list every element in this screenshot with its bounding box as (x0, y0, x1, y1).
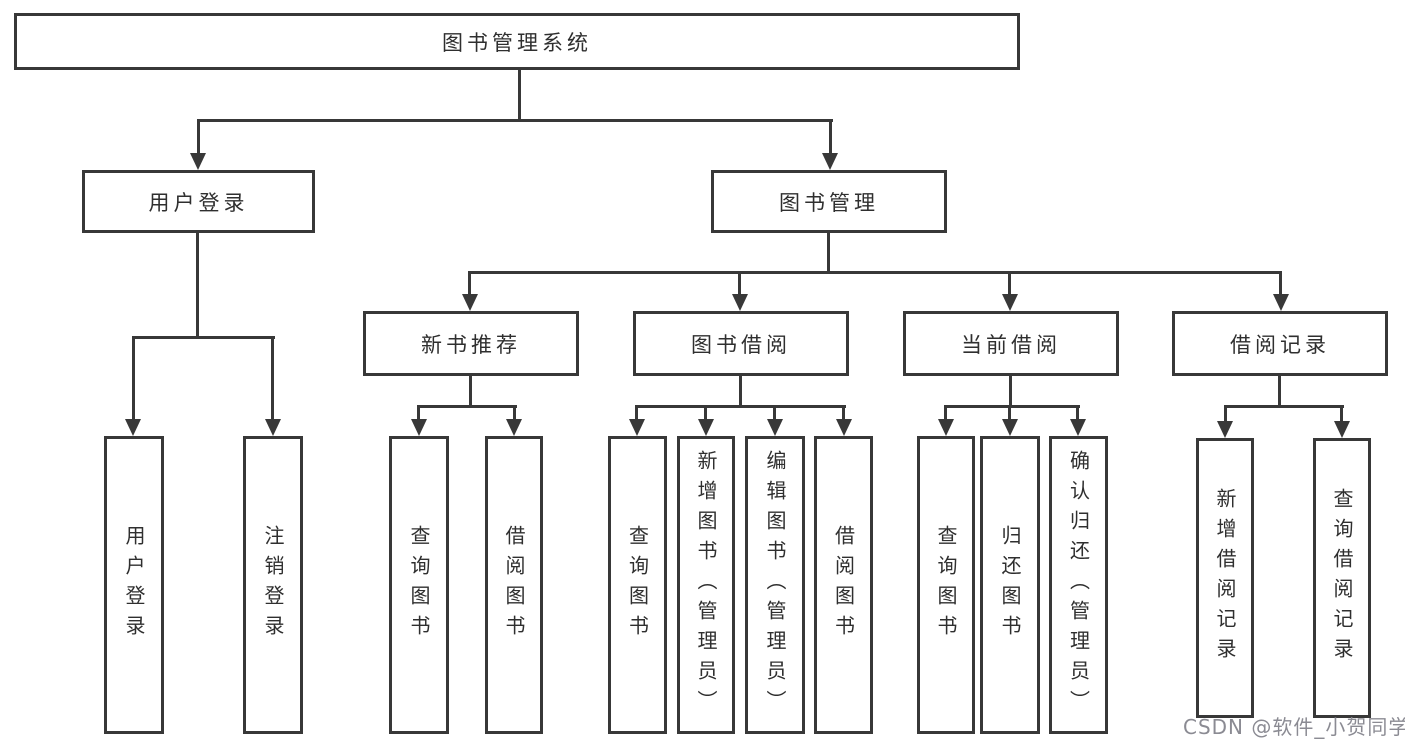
connector-line (842, 405, 845, 421)
node-label: 注销登录 (261, 525, 285, 645)
node-book-borrow: 图书借阅 (633, 311, 849, 376)
node-leaf-query-books-borrow: 查询图书 (608, 436, 667, 734)
arrowhead-icon (822, 153, 838, 170)
arrowhead-icon (1217, 421, 1233, 438)
node-book-management: 图书管理 (711, 170, 947, 233)
node-label: 借阅图书 (502, 525, 526, 645)
arrowhead-icon (836, 419, 852, 436)
node-leaf-logout: 注销登录 (243, 436, 303, 734)
connector-line (1009, 374, 1012, 407)
connector-line (827, 232, 830, 273)
connector-line (944, 405, 1080, 408)
connector-line (197, 119, 200, 155)
arrowhead-icon (506, 419, 522, 436)
node-label: 借阅图书 (831, 525, 856, 645)
connector-line (468, 271, 471, 296)
node-borrow-records: 借阅记录 (1172, 311, 1388, 376)
connector-line (468, 271, 1282, 274)
connector-line (1340, 405, 1343, 423)
connector-line (829, 119, 832, 155)
node-root: 图书管理系统 (14, 13, 1020, 70)
connector-line (1076, 405, 1079, 421)
node-leaf-query-books-current: 查询图书 (917, 436, 975, 734)
connector-line (132, 336, 135, 421)
connector-line (739, 374, 742, 407)
arrowhead-icon (732, 294, 748, 311)
connector-line (704, 405, 707, 421)
arrowhead-icon (629, 419, 645, 436)
connector-line (1278, 374, 1281, 407)
connector-line (944, 405, 947, 421)
connector-line (513, 405, 516, 421)
node-label: 归还图书 (998, 525, 1022, 645)
csdn-watermark: CSDN @软件_小贺同学 (1183, 715, 1405, 739)
arrowhead-icon (190, 153, 206, 170)
node-label: 查询图书 (625, 525, 650, 645)
arrowhead-icon (265, 419, 281, 436)
connector-line (197, 119, 833, 122)
node-new-book-recommend: 新书推荐 (363, 311, 579, 376)
arrowhead-icon (1273, 294, 1289, 311)
arrowhead-icon (1070, 419, 1086, 436)
node-leaf-user-login: 用户登录 (104, 436, 164, 734)
node-leaf-add-borrow-record: 新增借阅记录 (1196, 438, 1254, 718)
node-label: 查询借阅记录 (1330, 488, 1354, 668)
connector-line (469, 374, 472, 407)
node-label: 编辑图书（管理员） (763, 450, 787, 720)
connector-line (417, 405, 517, 408)
node-leaf-borrow-books: 借阅图书 (814, 436, 873, 734)
node-label: 用户登录 (122, 525, 146, 645)
node-leaf-confirm-return-admin: 确认归还（管理员） (1049, 436, 1108, 734)
arrowhead-icon (767, 419, 783, 436)
node-leaf-query-borrow-record: 查询借阅记录 (1313, 438, 1371, 718)
arrowhead-icon (938, 419, 954, 436)
node-label: 查询图书 (934, 525, 958, 645)
connector-line (271, 336, 274, 421)
arrowhead-icon (1002, 419, 1018, 436)
node-label: 新增图书（管理员） (694, 450, 718, 720)
connector-line (1224, 405, 1227, 423)
arrowhead-icon (411, 419, 427, 436)
arrowhead-icon (698, 419, 714, 436)
connector-line (1279, 271, 1282, 296)
connector-line (1224, 405, 1344, 408)
connector-line (417, 405, 420, 421)
connector-line (773, 405, 776, 421)
arrowhead-icon (462, 294, 478, 311)
connector-line (1008, 271, 1011, 296)
node-leaf-return-book: 归还图书 (980, 436, 1040, 734)
node-label: 确认归还（管理员） (1066, 450, 1091, 720)
arrowhead-icon (1334, 421, 1350, 438)
connector-line (635, 405, 846, 408)
node-user-login: 用户登录 (82, 170, 315, 233)
arrowhead-icon (1002, 294, 1018, 311)
connector-line (196, 232, 199, 336)
connector-line (738, 271, 741, 296)
node-leaf-edit-book-admin: 编辑图书（管理员） (745, 436, 805, 734)
node-leaf-add-book-admin: 新增图书（管理员） (677, 436, 735, 734)
node-label: 查询图书 (407, 525, 431, 645)
node-label: 新增借阅记录 (1213, 488, 1237, 668)
arrowhead-icon (125, 419, 141, 436)
node-leaf-query-books-recommend: 查询图书 (389, 436, 449, 734)
connector-line (635, 405, 638, 421)
connector-line (518, 69, 521, 119)
node-leaf-borrow-books-recommend: 借阅图书 (485, 436, 543, 734)
node-current-borrow: 当前借阅 (903, 311, 1119, 376)
connector-line (1008, 405, 1011, 421)
connector-line (132, 336, 275, 339)
